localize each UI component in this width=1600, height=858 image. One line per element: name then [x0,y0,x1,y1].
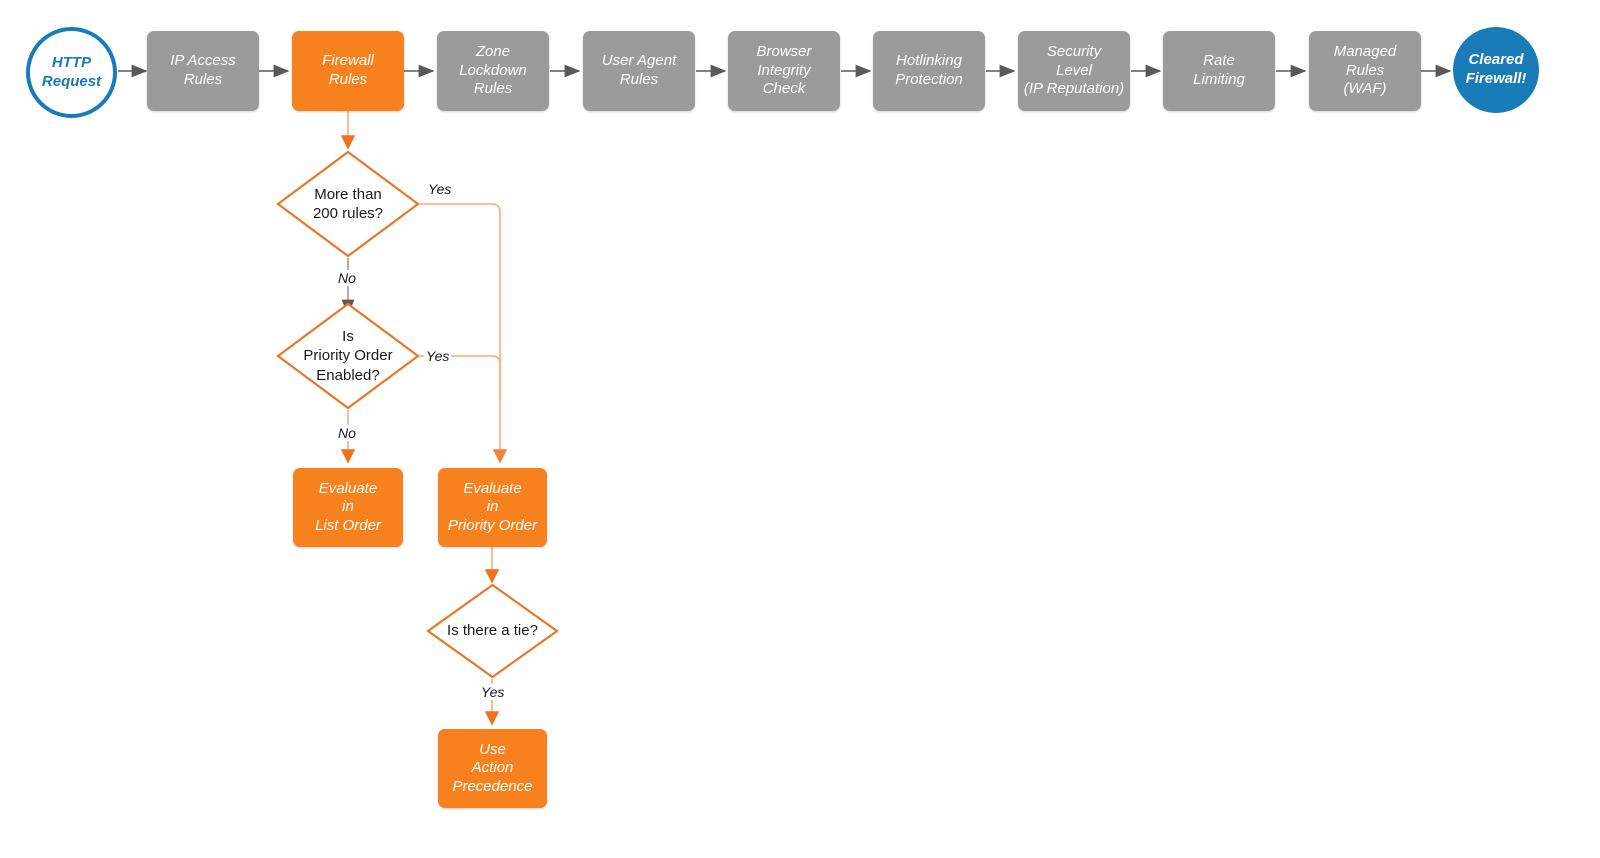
edge-decision1-yes [420,203,508,464]
node-browser-integrity-check[interactable]: Browser Integrity Check [728,31,840,111]
edge-label-decision2-yes: Yes [424,348,452,364]
decision-label: Is there a tie? [447,622,538,640]
diamond-shape [276,150,420,258]
edge-label-decision2-no: No [336,425,358,441]
node-cleared-firewall[interactable]: Cleared Firewall! [1453,27,1539,113]
edge-label-tie-yes: Yes [479,684,507,700]
diamond-shape [276,302,420,410]
node-security-level[interactable]: Security Level (IP Reputation) [1018,31,1130,111]
decision-label: Is Priority Order Enabled? [303,327,393,384]
edge-label-decision1-no: No [336,270,358,286]
node-firewall-rules[interactable]: Firewall Rules [292,31,404,111]
node-use-action-precedence[interactable]: Use Action Precedence [438,729,547,808]
edge-label-decision1-yes: Yes [426,181,454,197]
node-hotlinking-protection[interactable]: Hotlinking Protection [873,31,985,111]
diamond-shape [426,583,559,679]
decision-is-there-a-tie[interactable]: Is there a tie? [426,583,559,679]
node-managed-rules-waf[interactable]: Managed Rules (WAF) [1309,31,1421,111]
decision-more-than-200-rules[interactable]: More than 200 rules? [276,150,420,258]
node-evaluate-in-priority-order[interactable]: Evaluate in Priority Order [438,468,547,547]
node-ip-access-rules[interactable]: IP Access Rules [147,31,259,111]
decision-label: More than 200 rules? [312,185,384,223]
node-zone-lockdown-rules[interactable]: Zone Lockdown Rules [437,31,549,111]
node-evaluate-in-list-order[interactable]: Evaluate in List Order [293,468,403,547]
node-http-request[interactable]: HTTP Request [26,27,117,118]
node-user-agent-rules[interactable]: User Agent Rules [583,31,695,111]
decision-is-priority-order-enabled[interactable]: Is Priority Order Enabled? [276,302,420,410]
node-rate-limiting[interactable]: Rate Limiting [1163,31,1275,111]
